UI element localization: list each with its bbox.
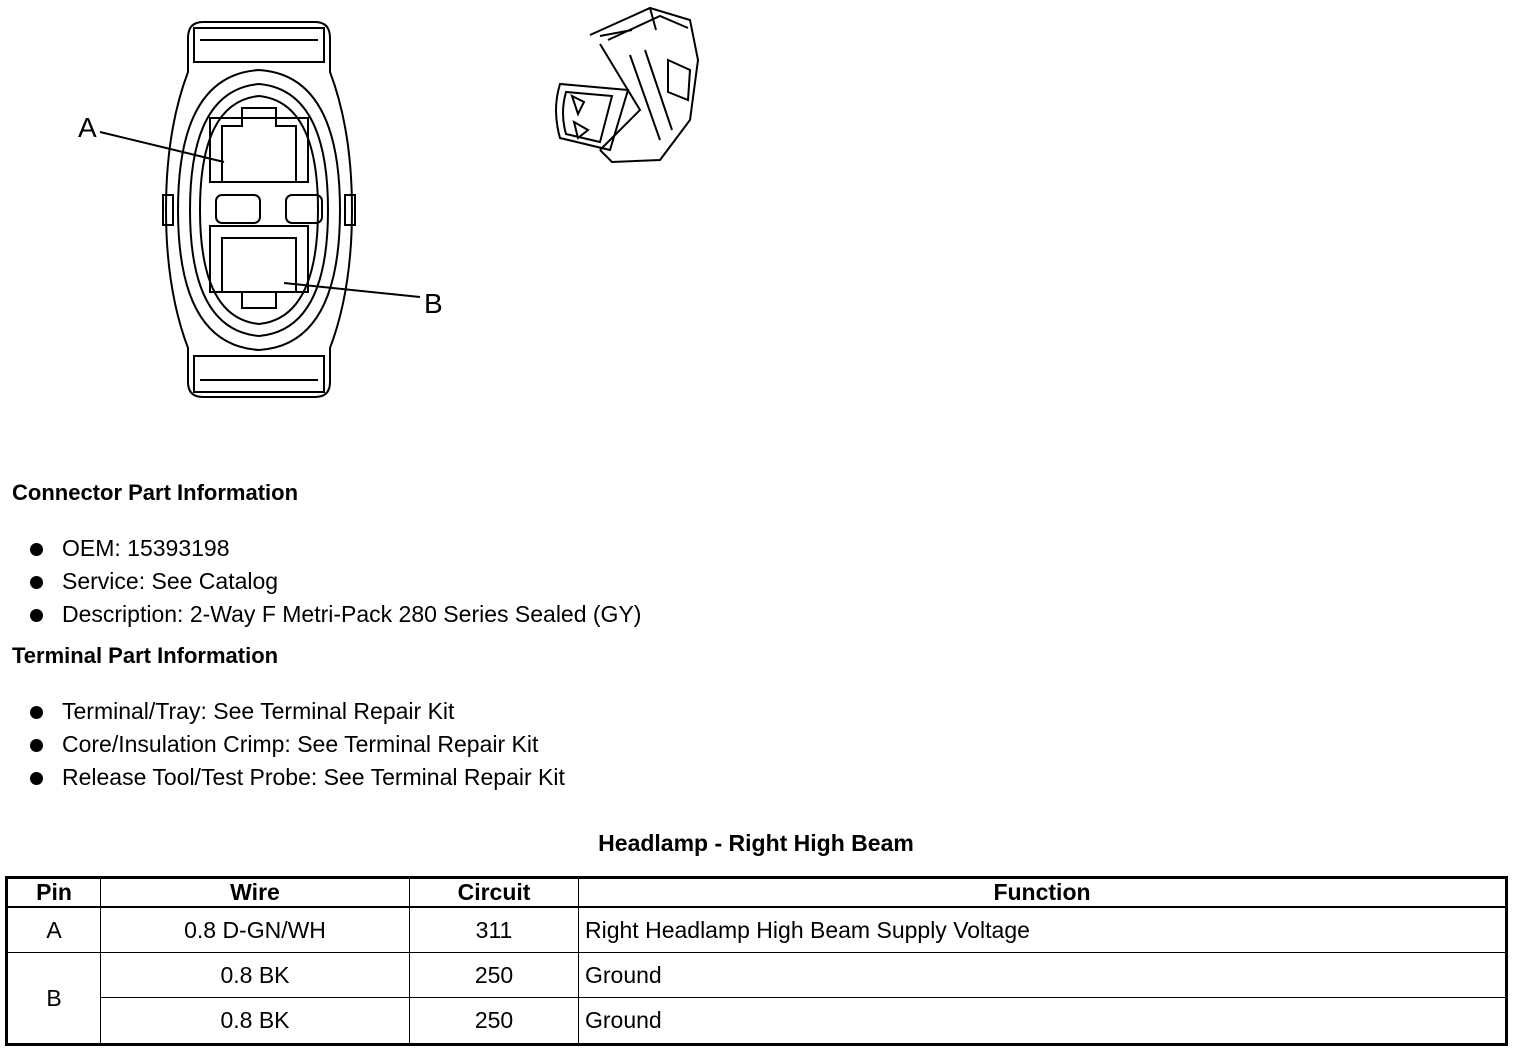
- cell-function: Ground: [578, 952, 1507, 999]
- callout-b-label: B: [424, 288, 443, 319]
- cell-wire: 0.8 BK: [100, 952, 410, 999]
- callout-a-label: A: [78, 112, 97, 143]
- cell-function: Right Headlamp High Beam Supply Voltage: [578, 906, 1507, 954]
- connector-face-view: [162, 21, 356, 398]
- bullet-icon: [30, 609, 43, 622]
- pinout-table: Pin Wire Circuit Function A 0.8 D-GN/WH …: [5, 876, 1508, 1046]
- list-item: OEM: 15393198: [30, 532, 641, 565]
- terminal-info-heading: Terminal Part Information: [12, 643, 279, 668]
- table-row: A 0.8 D-GN/WH 311 Right Headlamp High Be…: [6, 906, 1507, 954]
- connector-info-list: OEM: 15393198 Service: See Catalog Descr…: [30, 532, 641, 631]
- connector-isometric-view: [555, 6, 700, 164]
- list-item: Core/Insulation Crimp: See Terminal Repa…: [30, 728, 565, 761]
- cell-pin: A: [6, 906, 101, 954]
- header-pin: Pin: [6, 877, 101, 908]
- table-row: 0.8 BK 250 Ground: [7, 997, 1507, 1045]
- cell-circuit: 311: [409, 906, 579, 954]
- table-header-row: Pin Wire Circuit Function: [6, 877, 1507, 908]
- bullet-icon: [30, 543, 43, 556]
- cell-circuit: 250: [409, 997, 579, 1045]
- header-function: Function: [578, 877, 1507, 908]
- bullet-icon: [30, 576, 43, 589]
- cell-circuit: 250: [409, 952, 579, 999]
- list-item: Service: See Catalog: [30, 565, 641, 598]
- table-title: Headlamp - Right High Beam: [598, 830, 914, 856]
- table-row: B 0.8 BK 250 Ground: [6, 952, 1507, 1045]
- cell-wire: 0.8 BK: [100, 997, 410, 1045]
- connector-diagram: A B: [78, 6, 700, 398]
- cell-pin: B: [6, 952, 101, 1045]
- cell-function: Ground: [578, 997, 1507, 1045]
- bullet-icon: [30, 772, 43, 785]
- header-wire: Wire: [100, 877, 410, 908]
- list-item: Terminal/Tray: See Terminal Repair Kit: [30, 695, 565, 728]
- header-circuit: Circuit: [409, 877, 579, 908]
- list-item: Description: 2-Way F Metri-Pack 280 Seri…: [30, 598, 641, 631]
- list-item: Release Tool/Test Probe: See Terminal Re…: [30, 761, 565, 794]
- cell-wire: 0.8 D-GN/WH: [100, 906, 410, 954]
- bullet-icon: [30, 739, 43, 752]
- connector-info-heading: Connector Part Information: [12, 480, 299, 505]
- terminal-info-list: Terminal/Tray: See Terminal Repair Kit C…: [30, 695, 565, 794]
- bullet-icon: [30, 706, 43, 719]
